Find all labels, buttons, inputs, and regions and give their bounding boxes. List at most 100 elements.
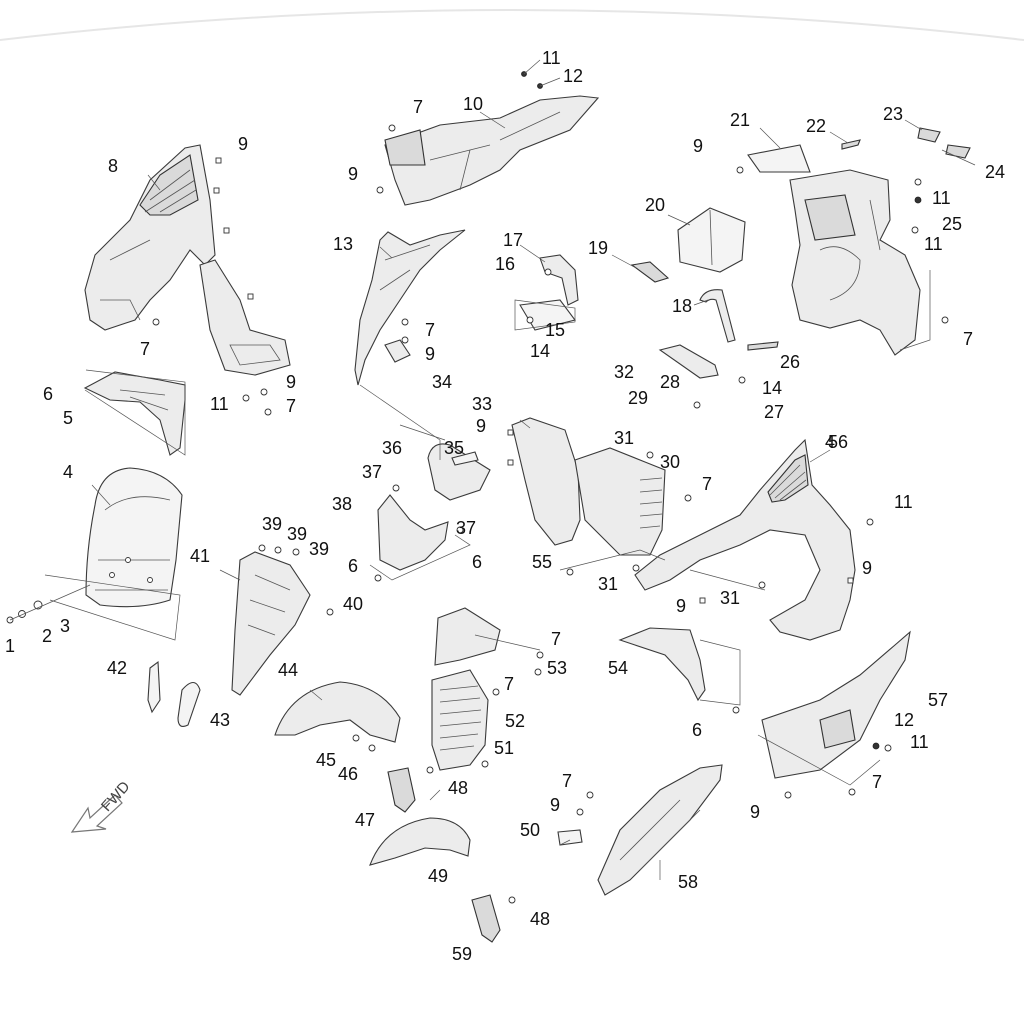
callout: 55: [532, 552, 552, 572]
callout: 36: [382, 438, 402, 458]
forward-direction-indicator: FWD: [70, 778, 134, 833]
callout: 49: [428, 866, 448, 886]
callout: 48: [448, 778, 468, 798]
callout: 31: [598, 574, 618, 594]
part-57-rear-side-panel: [761, 630, 911, 779]
callout: 11: [210, 394, 229, 414]
callout: 7: [872, 772, 882, 792]
callout: 52: [505, 711, 525, 731]
part-56-front-shield: [634, 438, 856, 641]
callout: 41: [190, 546, 210, 566]
callout: 7: [702, 474, 712, 494]
callout: 4: [825, 432, 835, 452]
callout: 7: [963, 329, 973, 349]
callout: 43: [210, 710, 230, 730]
callout: 42: [107, 658, 127, 678]
callout: 45: [316, 750, 336, 770]
callout: 25: [942, 214, 962, 234]
callout: 9: [425, 344, 435, 364]
part-59-fender-bracket: [471, 894, 501, 943]
part-44-front-fender: [274, 681, 401, 743]
part-8-front-inner-panel: [84, 144, 291, 376]
callout: 50: [520, 820, 540, 840]
callout: 9: [862, 558, 872, 578]
part-21-inner-body-panel: [747, 144, 921, 356]
forward-arrow-icon: [70, 794, 123, 833]
part-19-clip: [630, 261, 670, 283]
callout: 46: [338, 764, 358, 784]
callout: 54: [608, 658, 628, 678]
callout: 40: [343, 594, 363, 614]
part-42-reflector: [147, 660, 161, 714]
callout: 57: [928, 690, 948, 710]
callout: 9: [550, 795, 560, 815]
callout: 39: [309, 539, 329, 559]
part-22-strip: [841, 139, 861, 150]
callout: 23: [883, 104, 903, 124]
callout: 44: [278, 660, 298, 680]
callout: 11: [894, 492, 913, 512]
callout: 8: [108, 156, 118, 176]
callout: 9: [286, 372, 296, 392]
callout: 9: [750, 802, 760, 822]
callout: 18: [672, 296, 692, 316]
callout: 7: [504, 674, 514, 694]
callout: 37: [362, 462, 382, 482]
part-17-bracket: [539, 254, 579, 306]
callout: 10: [463, 94, 483, 114]
callout: 33: [472, 394, 492, 414]
callout: 14: [530, 341, 550, 361]
callout: 28: [660, 372, 680, 392]
part-23-badge: [917, 127, 941, 143]
part-49-rear-fender: [369, 817, 471, 866]
part-50-bracket: [557, 829, 583, 846]
part-35-bracket: [451, 451, 479, 466]
callout: 7: [140, 339, 150, 359]
callout: 51: [494, 738, 514, 758]
part-18-seal: [699, 289, 736, 343]
callout: 7: [413, 97, 423, 117]
small-hardware: [152, 71, 949, 904]
callout: 29: [628, 388, 648, 408]
callout: 32: [614, 362, 634, 382]
callout: 30: [660, 452, 680, 472]
callout: 9: [348, 164, 358, 184]
callout: 9: [476, 416, 486, 436]
part-24-badge: [945, 144, 971, 159]
part-47-fender-bracket: [387, 767, 416, 813]
callout: 38: [332, 494, 352, 514]
callout: 58: [678, 872, 698, 892]
callout: 6: [472, 552, 482, 572]
part-26-strip: [747, 341, 779, 351]
callout: 2: [42, 626, 52, 646]
callout: 14: [762, 378, 782, 398]
callout: 31: [720, 588, 740, 608]
callout: 39: [262, 514, 282, 534]
callout: 26: [780, 352, 800, 372]
callout: 7: [425, 320, 435, 340]
part-58-lower-side-cover: [597, 764, 723, 896]
part-13-side-trim: [354, 229, 466, 386]
callout: 56: [828, 432, 848, 452]
callout: 31: [614, 428, 634, 448]
part-54-side-cover: [618, 627, 706, 702]
callout: 9: [676, 596, 686, 616]
callout: 7: [562, 771, 572, 791]
callout: 22: [806, 116, 826, 136]
part-34-bracket: [384, 339, 411, 363]
callout: 3: [60, 616, 70, 636]
callout: 24: [985, 162, 1005, 182]
callout: 5: [63, 408, 73, 428]
callout: 1: [5, 636, 15, 656]
callout: 16: [495, 254, 515, 274]
callout: 6: [348, 556, 358, 576]
callout: 9: [693, 136, 703, 156]
callout: 7: [551, 629, 561, 649]
callout: 47: [355, 810, 375, 830]
callout: 9: [238, 134, 248, 154]
callout: 6: [43, 384, 53, 404]
top-border-curve: [0, 9, 1024, 41]
callout: 39: [287, 524, 307, 544]
part-43-reflector: [177, 681, 201, 727]
part-32-trim: [658, 344, 719, 379]
